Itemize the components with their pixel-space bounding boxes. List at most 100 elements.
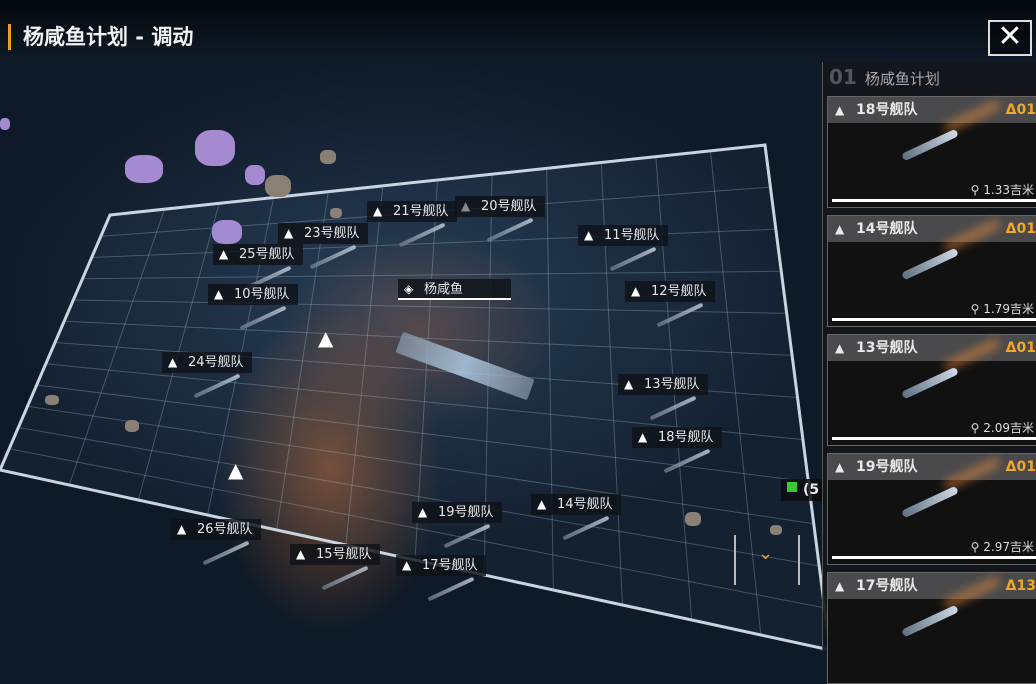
fleet-label[interactable]: ▲ 26号舰队 [171,519,261,540]
fleet-distance: ⚲ 2.09吉米 [971,419,1034,436]
progress-bar [832,318,1036,321]
waypoint-flag[interactable]: (5 [781,479,826,501]
fleet-label[interactable]: ▲ 15号舰队 [290,544,380,565]
panel-title: 杨咸鱼计划 [864,70,940,88]
asteroid [212,220,242,244]
fleet-name: 23号舰队 [304,226,360,241]
fleet-chevron-icon[interactable]: ▲ [228,458,244,482]
fleet-chevron-icon: ▲ [177,522,187,536]
fleet-label[interactable]: ▲ 17号舰队 [396,555,486,576]
grid-line [68,209,166,486]
distance-icon: ⚲ [970,302,984,316]
fleet-distance: ⚲ 2.97吉米 [971,538,1034,555]
grid-line [137,203,220,501]
fleet-name: 25号舰队 [239,247,295,262]
fleet-chevron-icon: ▲ [537,497,547,511]
fleet-chevron-icon: ▲ [461,199,471,213]
chevron-up-icon: ▲ [835,579,845,593]
fleet-label[interactable]: ▲25号舰队 [213,244,303,265]
fleet-label[interactable]: ▲ 11号舰队 [578,225,668,246]
fleet-level: Δ01 [1005,459,1036,475]
fleet-ship-image [901,485,959,519]
panel-index: 01 [829,65,857,89]
asteroid [45,395,59,405]
fleet-label[interactable]: ▲ 18号舰队 [632,427,722,448]
grid-line [276,191,329,531]
asteroid [770,525,782,535]
distance-value: 2.97吉米 [983,540,1034,554]
fleet-chevron-icon: ▲ [638,430,648,444]
fleet-label[interactable]: ▲14号舰队 [531,494,621,515]
fleet-label[interactable]: ▲19号舰队 [412,502,502,523]
fleet-card-header: ▲ 13号舰队 Δ01 [828,335,1036,361]
fleet-ship-image [901,366,959,400]
fleet-distance: ⚲ 1.79吉米 [971,300,1034,317]
fleet-label[interactable]: ▲ 23号舰队 [278,223,368,244]
fleet-name: 13号舰队 [644,377,700,392]
fleet-card-name: 13号舰队 [856,340,918,356]
fleet-name: 15号舰队 [316,547,372,562]
fleet-name: 11号舰队 [604,228,660,243]
asteroid [320,150,336,164]
grid-line [27,405,814,525]
fleet-name: 24号舰队 [188,355,244,370]
grid-line [709,150,762,636]
progress-bar [832,556,1036,559]
fleet-label[interactable]: ▲21号舰队 [367,201,457,222]
fleet-card[interactable]: ▲ 13号舰队 Δ01 ⚲ 2.09吉米 [827,334,1036,446]
fleet-chevron-icon: ▲ [284,226,294,240]
distance-value: 1.79吉米 [983,302,1034,316]
fleet-label[interactable]: ▲ 20号舰队 [455,196,545,217]
distance-icon: ⚲ [970,183,984,197]
grid-line [546,168,554,591]
top-bar [0,0,1036,60]
chevron-up-icon: ▲ [835,341,845,355]
fleet-card-name: 18号舰队 [856,102,918,118]
fleet-chevron-icon: ▲ [584,228,594,242]
grid-line [64,320,793,356]
grid-line [345,185,384,546]
fleet-chevron-icon[interactable]: ▲ [318,326,334,350]
flagship-label[interactable]: ◈杨咸鱼 [398,279,511,300]
fleet-distance: ⚲ 1.33吉米 [971,181,1034,198]
distance-icon: ⚲ [970,540,984,554]
asteroid [330,208,342,218]
fleet-name: 12号舰队 [651,284,707,299]
distance-value: 1.33吉米 [983,183,1034,197]
fleet-name: 17号舰队 [422,558,478,573]
fleet-label[interactable]: ▲ 24号舰队 [162,352,252,373]
progress-bar [832,199,1036,202]
fleet-chevron-icon: ▲ [296,547,306,561]
page-title: 杨咸鱼计划 - 调动 [8,24,193,50]
asteroid [685,512,701,526]
fleet-ship-image [901,247,959,281]
distance-value: 2.09吉米 [983,421,1034,435]
fleet-chevron-icon: ▲ [168,355,178,369]
fleet-level: Δ01 [1005,340,1036,356]
fleet-card-name: 19号舰队 [856,459,918,475]
progress-bar [832,437,1036,440]
fleet-label[interactable]: ▲10号舰队 [208,284,298,305]
asteroid [245,165,265,185]
panel-header: 01 杨咸鱼计划 [823,62,1036,92]
flag-icon [787,482,797,492]
fleet-label[interactable]: ▲13号舰队 [618,374,708,395]
fleet-name: 18号舰队 [658,430,714,445]
fleet-name: 26号舰队 [197,522,253,537]
fleet-label[interactable]: ▲ 12号舰队 [625,281,715,302]
target-marker[interactable]: ⌄ [734,535,800,585]
close-button[interactable]: ✕ [988,20,1032,56]
fleet-name: 19号舰队 [438,505,494,520]
asteroid [195,130,235,166]
fleet-name: 20号舰队 [481,199,537,214]
fleet-chevron-icon: ▲ [402,558,412,572]
asteroid [265,175,291,197]
fleet-chevron-icon: ▲ [631,284,641,298]
grid-line [414,179,438,561]
chevron-down-icon: ⌄ [758,543,774,564]
